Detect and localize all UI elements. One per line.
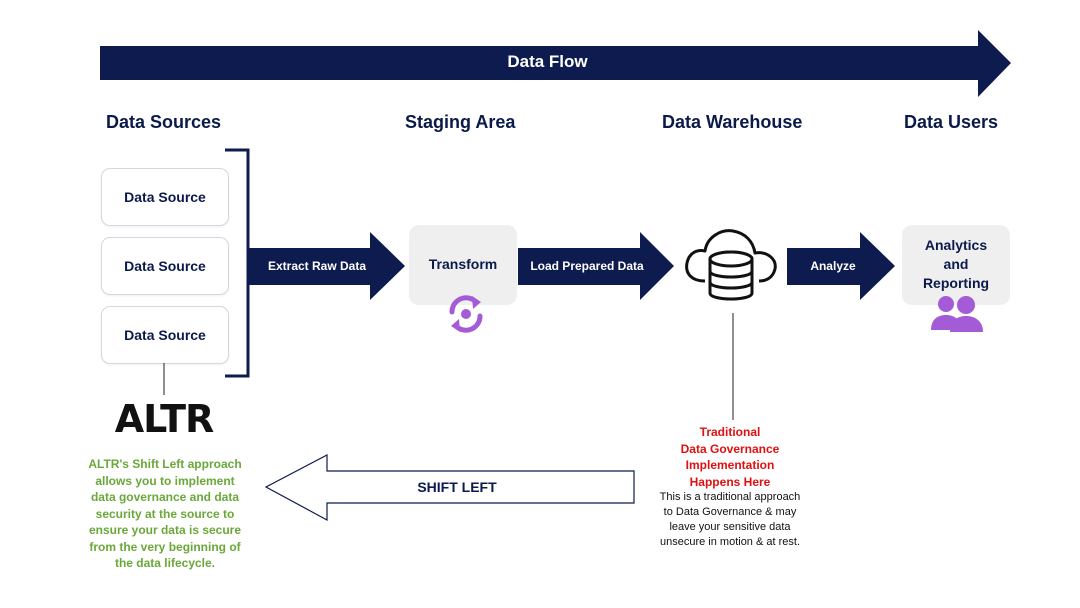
traditional-headline: Traditional Data Governance Implementati…	[640, 424, 820, 490]
traditional-description-line: leave your sensitive data	[669, 521, 791, 533]
cloud-database-icon	[685, 229, 777, 301]
altr-description-line: security at the source to	[95, 506, 235, 521]
load-arrow-label: Load Prepared Data	[530, 259, 644, 273]
transform-label: Transform	[428, 256, 498, 272]
sources-bracket	[225, 148, 250, 378]
altr-description: ALTR's Shift Left approach allows you to…	[60, 456, 270, 572]
column-heading-data-users: Data Users	[904, 112, 999, 132]
users-group-icon	[931, 296, 983, 332]
data-source-box-2: Data Source	[101, 237, 229, 295]
analytics-line-1: Analytics	[924, 237, 988, 253]
column-heading-data-sources: Data Sources	[106, 112, 222, 132]
column-heading-data-warehouse: Data Warehouse	[662, 112, 803, 132]
traditional-headline-line: Traditional	[699, 425, 761, 439]
traditional-description-line: This is a traditional approach	[659, 491, 801, 503]
data-flow-label: Data Flow	[507, 52, 588, 71]
altr-description-line: allows you to implement	[95, 473, 235, 488]
traditional-headline-line: Happens Here	[689, 474, 771, 489]
refresh-cycle-icon	[449, 295, 483, 333]
traditional-headline-line: Implementation	[685, 458, 775, 472]
analytics-line-3: Reporting	[922, 275, 990, 291]
altr-description-line: ALTR's Shift Left approach	[88, 457, 242, 471]
data-source-box-1: Data Source	[101, 168, 229, 226]
shift-left-arrow	[264, 454, 635, 522]
extract-arrow-label: Extract Raw Data	[267, 259, 367, 273]
altr-logo: ALTR	[114, 397, 215, 441]
extract-arrow	[249, 232, 405, 300]
traditional-description-line: to Data Governance & may	[663, 506, 797, 518]
traditional-description: This is a traditional approach to Data G…	[640, 490, 820, 550]
analyze-arrow	[787, 232, 895, 300]
analytics-reporting-box	[902, 225, 1010, 305]
traditional-headline-line: Data Governance	[680, 441, 780, 456]
traditional-description-line: unsecure in motion & at rest.	[659, 536, 800, 548]
altr-description-line: data governance and data	[90, 490, 240, 504]
altr-description-line: the data lifecycle.	[114, 556, 216, 570]
load-arrow	[518, 232, 674, 300]
shift-left-label: SHIFT LEFT	[417, 479, 497, 495]
transform-box	[409, 225, 517, 305]
column-heading-staging-area: Staging Area	[405, 112, 516, 132]
altr-description-line: ensure your data is secure	[88, 523, 242, 537]
analyze-arrow-label: Analyze	[810, 259, 856, 273]
altr-description-line: from the very beginning of	[89, 539, 241, 554]
data-source-box-3: Data Source	[101, 306, 229, 364]
analytics-reporting-label: Analytics and Reporting	[902, 236, 1010, 293]
analytics-line-2: and	[943, 256, 969, 272]
